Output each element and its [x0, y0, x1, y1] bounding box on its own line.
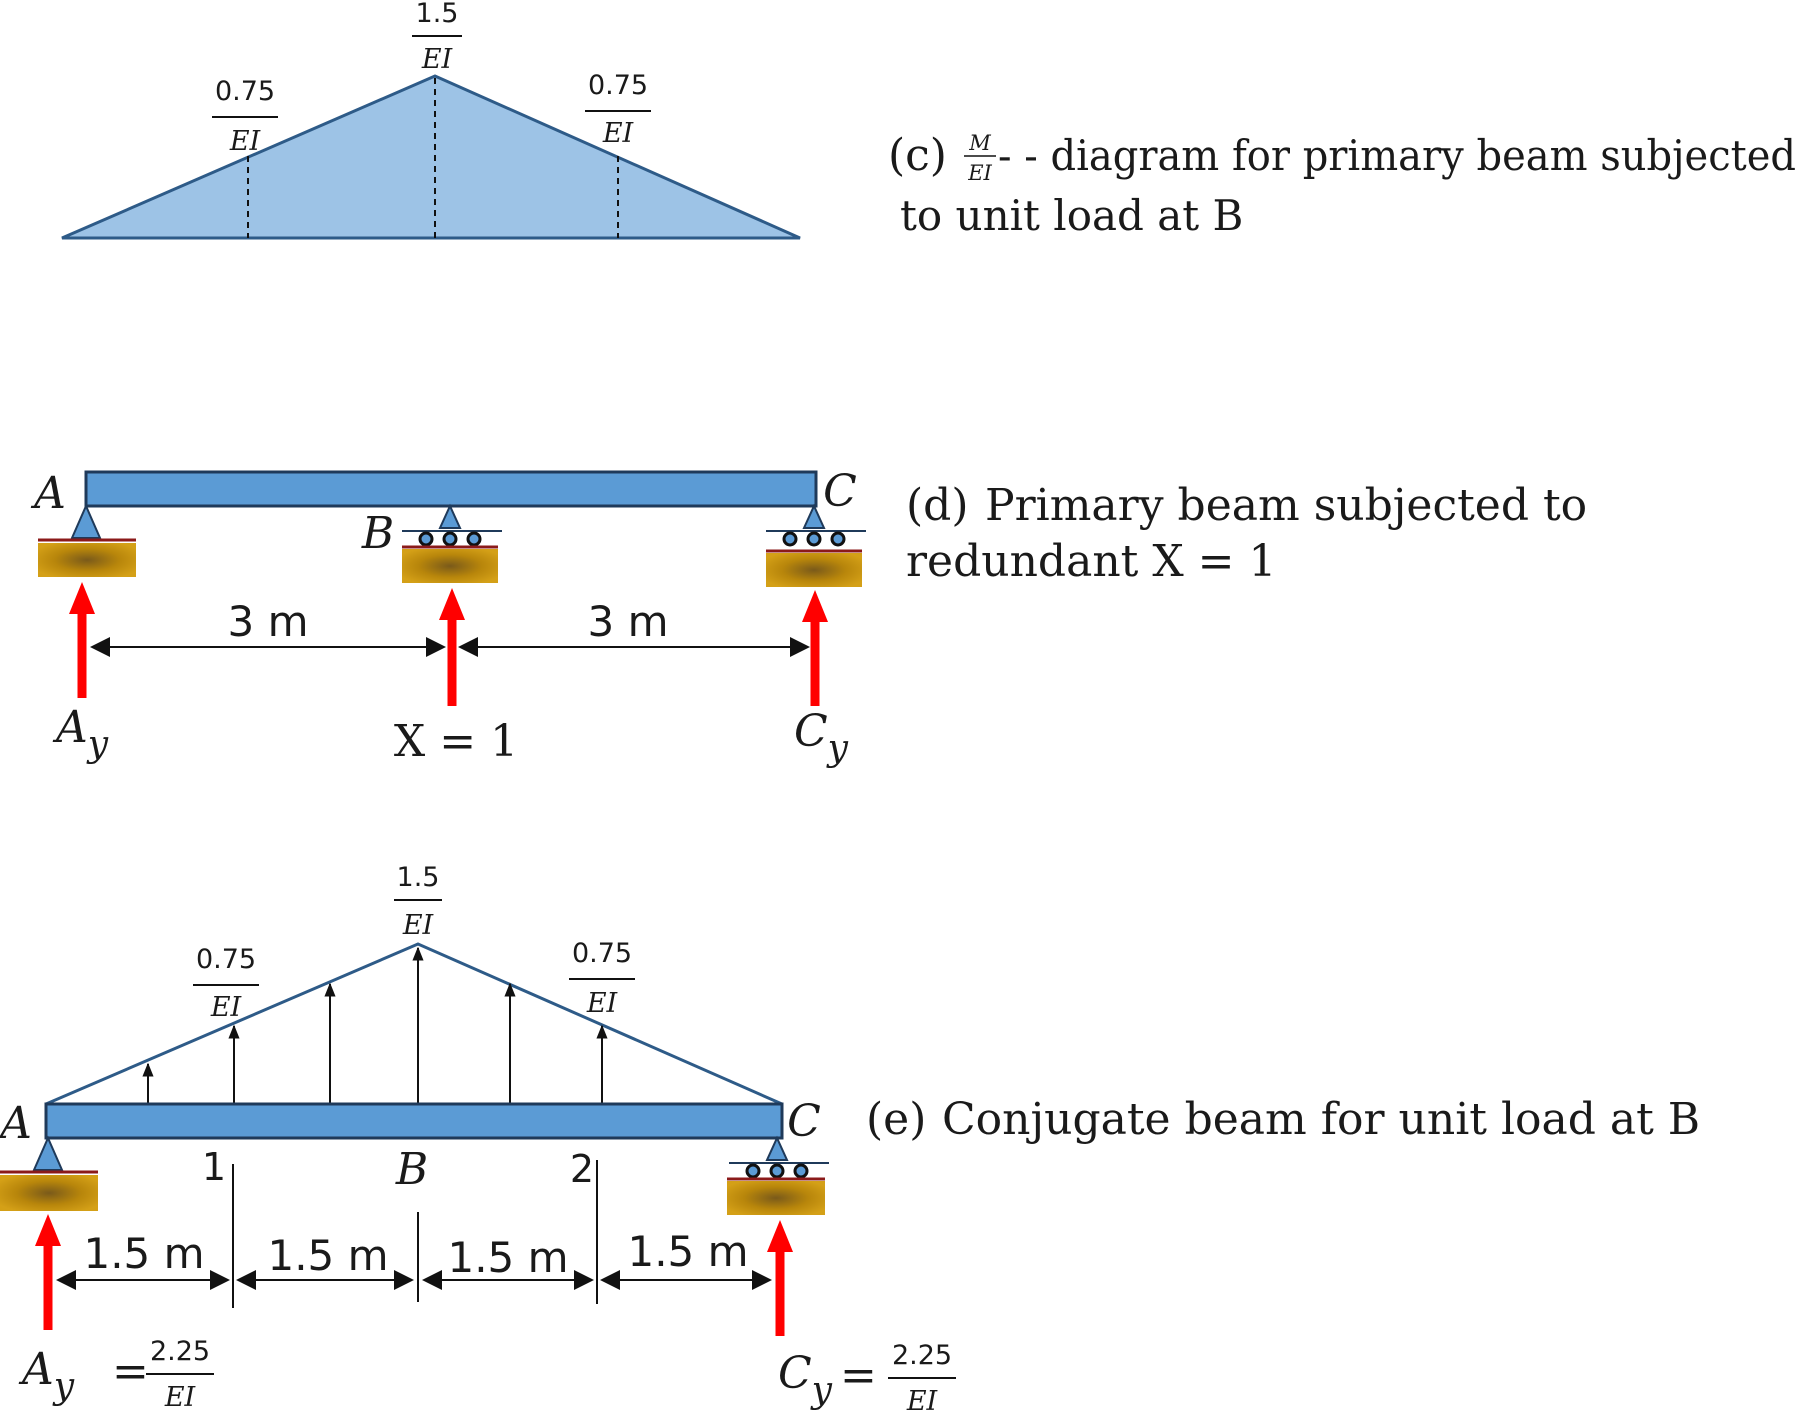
peak-value-denominator: EI	[402, 910, 435, 941]
caption-d-line1: Primary beam subjected to	[985, 480, 1587, 531]
left-value-numerator: 0.75	[196, 944, 256, 975]
span-2-label: 1.5 m	[267, 1231, 388, 1280]
left-value-denominator: EI	[229, 126, 262, 157]
support-a-pin	[0, 1135, 98, 1211]
reaction-arrow-b	[439, 588, 465, 706]
reaction-arrow-a	[69, 582, 95, 698]
point-c-label: C	[787, 1096, 821, 1147]
caption-c-line1: - - diagram for primary beam subjected	[998, 131, 1796, 180]
reaction-a-label: Ay	[52, 702, 109, 765]
reaction-a-numerator: 2.25	[150, 1336, 210, 1367]
right-value-denominator: EI	[602, 118, 635, 149]
load-diagram-outline	[45, 942, 783, 1106]
point-c-label: C	[823, 466, 857, 517]
caption-e-line1: Conjugate beam for unit load at B	[942, 1094, 1700, 1145]
span-left-label: 3 m	[228, 597, 309, 646]
reaction-a-denominator: EI	[164, 1382, 197, 1413]
caption-d-prefix: (d)	[906, 480, 969, 531]
caption-d-line2: redundant X = 1	[906, 536, 1276, 587]
point-a-label: A	[0, 1098, 32, 1149]
panel-d: 3 m 3 m A B C Ay X = 1 Cy (d) Primary be…	[30, 466, 1587, 769]
reaction-arrow-c	[802, 590, 828, 706]
reaction-c-numerator: 2.25	[892, 1340, 952, 1371]
left-value-numerator: 0.75	[215, 76, 275, 107]
reaction-a-symbol: Ay	[18, 1344, 75, 1407]
section-1-label: 1	[202, 1145, 226, 1189]
beam	[84, 470, 818, 508]
reaction-c-denominator: EI	[906, 1386, 939, 1413]
reaction-c-symbol: Cy	[778, 1348, 833, 1411]
panel-c: 1.5 EI 0.75 EI 0.75 EI (c) M EI - - diag…	[61, 0, 1796, 240]
caption-c-prefix: (c)	[888, 130, 947, 181]
span-1-label: 1.5 m	[83, 1229, 204, 1278]
support-a-pin	[38, 503, 136, 577]
reaction-c-label: Cy	[794, 706, 849, 769]
right-value-numerator: 0.75	[588, 70, 648, 101]
caption-c-frac-den: EI	[967, 161, 992, 185]
reaction-b-label: X = 1	[394, 716, 518, 767]
point-a-label: A	[30, 468, 66, 519]
peak-value-denominator: EI	[421, 44, 454, 75]
m-ei-diagram	[61, 74, 801, 240]
point-b-label: B	[361, 508, 394, 559]
conjugate-beam	[44, 1102, 784, 1140]
load-arrows	[142, 946, 608, 1104]
right-value-numerator: 0.75	[572, 938, 632, 969]
reaction-a-value: Ay = 2.25 EI	[18, 1336, 214, 1413]
right-value-denominator: EI	[586, 988, 619, 1019]
span-right-label: 3 m	[588, 597, 669, 646]
reaction-arrow-c	[767, 1220, 793, 1336]
peak-value-numerator: 1.5	[397, 862, 440, 893]
reaction-c-equals: =	[840, 1350, 877, 1401]
support-c-roller	[727, 1135, 829, 1215]
span-3-label: 1.5 m	[447, 1233, 568, 1282]
peak-value-numerator: 1.5	[416, 0, 459, 29]
point-b-label: B	[395, 1144, 428, 1195]
reaction-a-equals: =	[112, 1346, 149, 1397]
reaction-c-value: Cy = 2.25 EI	[778, 1340, 956, 1413]
support-b-roller	[402, 503, 502, 583]
caption-e-prefix: (e)	[866, 1094, 926, 1145]
panel-e: 1.5 EI 0.75 EI 0.75 EI 1	[0, 862, 1700, 1413]
caption-c-frac-num: M	[968, 131, 991, 155]
span-4-label: 1.5 m	[627, 1227, 748, 1276]
section-2-label: 2	[570, 1147, 594, 1191]
caption-c-line2: to unit load at B	[900, 191, 1243, 240]
support-c-roller	[766, 503, 866, 587]
reaction-arrow-a	[35, 1214, 61, 1330]
left-value-denominator: EI	[210, 992, 243, 1023]
